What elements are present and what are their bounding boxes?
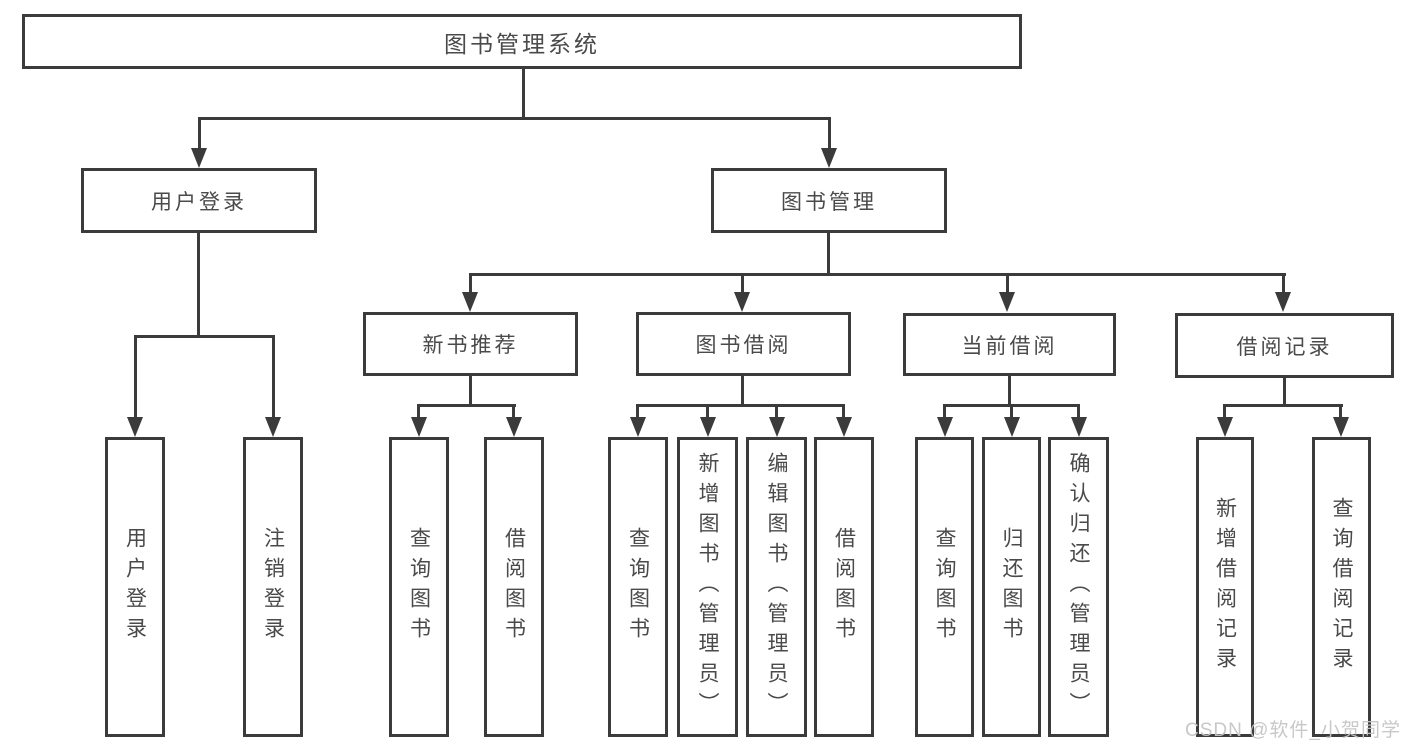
arrowhead-down-icon bbox=[1004, 417, 1020, 437]
connector-line bbox=[741, 273, 744, 294]
leaf-query-borrow-record: 查询借阅记录 bbox=[1312, 437, 1371, 737]
connector-line bbox=[469, 376, 472, 404]
arrowhead-down-icon bbox=[999, 292, 1015, 312]
leaf-query-books-1: 查询图书 bbox=[389, 437, 449, 737]
node-new-book-recommendation: 新书推荐 bbox=[363, 312, 578, 376]
node-book-borrowing: 图书借阅 bbox=[636, 312, 851, 376]
leaf-borrow-books-2-label: 借阅图书 bbox=[832, 527, 856, 647]
connector-line bbox=[1339, 404, 1342, 419]
connector-line bbox=[469, 273, 472, 294]
leaf-confirm-return-admin-label: 确认归还（管理员） bbox=[1067, 452, 1090, 722]
connector-line bbox=[134, 335, 275, 338]
connector-line bbox=[1282, 273, 1285, 294]
leaf-add-borrow-record: 新增借阅记录 bbox=[1196, 437, 1254, 737]
node-current-borrowing: 当前借阅 bbox=[903, 313, 1116, 376]
arrowhead-down-icon bbox=[191, 148, 207, 168]
arrowhead-down-icon bbox=[821, 148, 837, 168]
arrowhead-down-icon bbox=[1275, 292, 1291, 312]
arrowhead-down-icon bbox=[1217, 417, 1233, 437]
arrowhead-down-icon bbox=[700, 417, 716, 437]
arrowhead-down-icon bbox=[265, 417, 281, 437]
connector-line bbox=[842, 404, 845, 419]
leaf-user-login: 用户登录 bbox=[105, 437, 165, 737]
node-book-management-label: 图书管理 bbox=[781, 190, 877, 214]
watermark: CSDN @软件_小贺同学 bbox=[1185, 720, 1401, 741]
arrowhead-down-icon bbox=[506, 417, 522, 437]
connector-line bbox=[827, 233, 830, 273]
leaf-add-borrow-record-label: 新增借阅记录 bbox=[1213, 497, 1237, 677]
leaf-add-book-admin: 新增图书（管理员） bbox=[677, 437, 738, 737]
connector-line bbox=[512, 404, 515, 419]
connector-line bbox=[198, 117, 831, 120]
node-current-borrowing-label: 当前借阅 bbox=[961, 334, 1058, 358]
connector-line bbox=[417, 404, 516, 407]
arrowhead-down-icon bbox=[630, 417, 646, 437]
leaf-query-books-2-label: 查询图书 bbox=[626, 527, 650, 647]
leaf-add-book-admin-label: 新增图书（管理员） bbox=[696, 452, 719, 722]
arrowhead-down-icon bbox=[1333, 417, 1349, 437]
leaf-edit-book-admin-label: 编辑图书（管理员） bbox=[765, 452, 788, 722]
node-root-label: 图书管理系统 bbox=[444, 30, 600, 57]
arrowhead-down-icon bbox=[127, 417, 143, 437]
connector-line bbox=[1223, 404, 1226, 419]
connector-line bbox=[417, 404, 420, 419]
leaf-query-books-3-label: 查询图书 bbox=[933, 527, 956, 647]
connector-line bbox=[1223, 404, 1343, 407]
node-new-book-recommendation-label: 新书推荐 bbox=[422, 334, 519, 357]
connector-line bbox=[1010, 404, 1013, 419]
connector-line bbox=[741, 376, 744, 404]
leaf-query-books-2: 查询图书 bbox=[608, 437, 668, 737]
node-borrowing-records: 借阅记录 bbox=[1175, 313, 1394, 378]
connector-line bbox=[706, 404, 709, 419]
connector-line bbox=[775, 404, 778, 419]
arrowhead-down-icon bbox=[1071, 417, 1087, 437]
node-borrowing-records-label: 借阅记录 bbox=[1236, 335, 1333, 359]
arrowhead-down-icon bbox=[937, 417, 953, 437]
leaf-user-login-label: 用户登录 bbox=[123, 527, 147, 647]
connector-line bbox=[469, 273, 1286, 276]
connector-line bbox=[197, 233, 200, 335]
connector-line bbox=[636, 404, 639, 419]
connector-line bbox=[522, 69, 525, 117]
connector-line bbox=[1283, 378, 1286, 404]
connector-line bbox=[1077, 404, 1080, 419]
leaf-logout-label: 注销登录 bbox=[261, 527, 285, 647]
leaf-borrow-books-1: 借阅图书 bbox=[484, 437, 544, 737]
arrowhead-down-icon bbox=[769, 417, 785, 437]
node-book-borrowing-label: 图书借阅 bbox=[695, 334, 792, 357]
arrowhead-down-icon bbox=[462, 292, 478, 312]
node-book-management: 图书管理 bbox=[711, 168, 947, 233]
connector-line bbox=[1008, 376, 1011, 404]
leaf-logout: 注销登录 bbox=[243, 437, 303, 737]
leaf-return-book: 归还图书 bbox=[982, 437, 1041, 737]
connector-line bbox=[636, 404, 845, 407]
leaf-return-book-label: 归还图书 bbox=[1000, 527, 1023, 647]
connector-line bbox=[272, 335, 275, 419]
connector-line bbox=[198, 117, 201, 150]
arrowhead-down-icon bbox=[734, 292, 750, 312]
connector-line bbox=[828, 117, 831, 150]
node-root: 图书管理系统 bbox=[22, 14, 1022, 69]
leaf-query-books-1-label: 查询图书 bbox=[407, 527, 431, 647]
node-user-login-label: 用户登录 bbox=[151, 190, 247, 214]
leaf-borrow-books-2: 借阅图书 bbox=[814, 437, 874, 737]
connector-line bbox=[134, 335, 137, 419]
leaf-query-books-3: 查询图书 bbox=[915, 437, 974, 737]
node-user-login: 用户登录 bbox=[81, 168, 317, 233]
arrowhead-down-icon bbox=[411, 417, 427, 437]
arrowhead-down-icon bbox=[836, 417, 852, 437]
leaf-confirm-return-admin: 确认归还（管理员） bbox=[1048, 437, 1109, 737]
leaf-borrow-books-1-label: 借阅图书 bbox=[502, 527, 526, 647]
connector-line bbox=[943, 404, 946, 419]
leaf-query-borrow-record-label: 查询借阅记录 bbox=[1330, 497, 1353, 677]
connector-line bbox=[1006, 273, 1009, 294]
leaf-edit-book-admin: 编辑图书（管理员） bbox=[746, 437, 807, 737]
